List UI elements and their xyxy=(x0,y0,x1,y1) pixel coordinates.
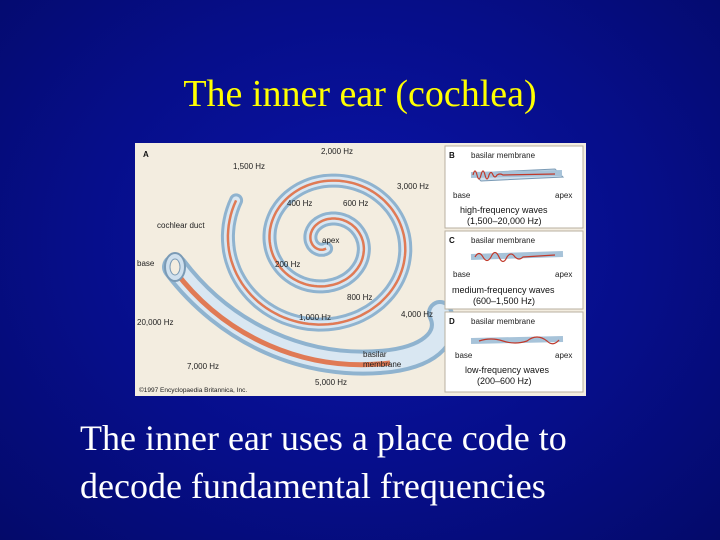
label-600hz: 600 Hz xyxy=(343,199,368,208)
panel-d-letter: D xyxy=(449,317,455,326)
panel-d-range: (200–600 Hz) xyxy=(477,376,532,386)
panel-c-range: (600–1,500 Hz) xyxy=(473,296,535,306)
slide-title: The inner ear (cochlea) xyxy=(183,73,537,115)
label-3000hz: 3,000 Hz xyxy=(397,182,429,191)
label-basilar-membrane-2: membrane xyxy=(363,360,402,369)
label-1000hz: 1,000 Hz xyxy=(299,313,331,322)
panel-c-base-label: base xyxy=(453,270,471,279)
label-7000hz: 7,000 Hz xyxy=(187,362,219,371)
copyright-text: ©1997 Encyclopaedia Britannica, Inc. xyxy=(139,386,247,394)
cochlear-duct-tail xyxy=(162,252,456,376)
panel-d-base-label: base xyxy=(455,351,473,360)
label-apex: apex xyxy=(322,236,339,245)
label-20000hz: 20,000 Hz xyxy=(137,318,173,327)
panel-b-range: (1,500–20,000 Hz) xyxy=(467,216,542,226)
cochlea-figure: A 2,000 Hz 1,500 Hz 3,000 Hz 400 Hz 600 … xyxy=(135,143,586,396)
panel-d-membrane-label: basilar membrane xyxy=(471,317,536,326)
cochlea-spiral xyxy=(220,173,413,332)
slide-body: The inner ear uses a place code to decod… xyxy=(80,414,680,510)
panel-a: A 2,000 Hz 1,500 Hz 3,000 Hz 400 Hz 600 … xyxy=(137,147,456,394)
panel-c-wave xyxy=(474,251,556,263)
label-basilar-membrane-1: basilar xyxy=(363,350,387,359)
label-800hz: 800 Hz xyxy=(347,293,372,302)
panel-b: B basilar membrane base apex high-freque… xyxy=(444,145,584,229)
body-line-2: decode fundamental frequencies xyxy=(80,466,546,506)
cochlea-diagram: A 2,000 Hz 1,500 Hz 3,000 Hz 400 Hz 600 … xyxy=(137,145,584,394)
panel-d: D basilar membrane base apex low-frequen… xyxy=(444,311,584,393)
panel-a-letter: A xyxy=(143,150,149,159)
label-5000hz: 5,000 Hz xyxy=(315,378,347,387)
label-1500hz: 1,500 Hz xyxy=(233,162,265,171)
label-400hz: 400 Hz xyxy=(287,199,312,208)
panel-b-wave xyxy=(472,170,556,180)
panel-d-caption: low-frequency waves xyxy=(465,365,550,375)
panel-c: C basilar membrane base apex medium-freq… xyxy=(444,230,584,310)
label-cochlear-duct: cochlear duct xyxy=(157,221,205,230)
panel-d-apex-label: apex xyxy=(555,351,572,360)
panel-c-letter: C xyxy=(449,236,455,245)
panel-c-caption: medium-frequency waves xyxy=(452,285,555,295)
label-base: base xyxy=(137,259,155,268)
panel-b-apex-label: apex xyxy=(555,191,572,200)
label-200hz: 200 Hz xyxy=(275,260,300,269)
label-4000hz: 4,000 Hz xyxy=(401,310,433,319)
panel-b-membrane-label: basilar membrane xyxy=(471,151,536,160)
label-2000hz: 2,000 Hz xyxy=(321,147,353,156)
body-line-1: The inner ear uses a place code to xyxy=(80,418,567,458)
panel-b-letter: B xyxy=(449,151,455,160)
panel-b-base-label: base xyxy=(453,191,471,200)
panel-d-wave xyxy=(478,336,560,345)
panel-c-membrane-label: basilar membrane xyxy=(471,236,536,245)
panel-b-caption: high-frequency waves xyxy=(460,205,548,215)
panel-c-apex-label: apex xyxy=(555,270,572,279)
